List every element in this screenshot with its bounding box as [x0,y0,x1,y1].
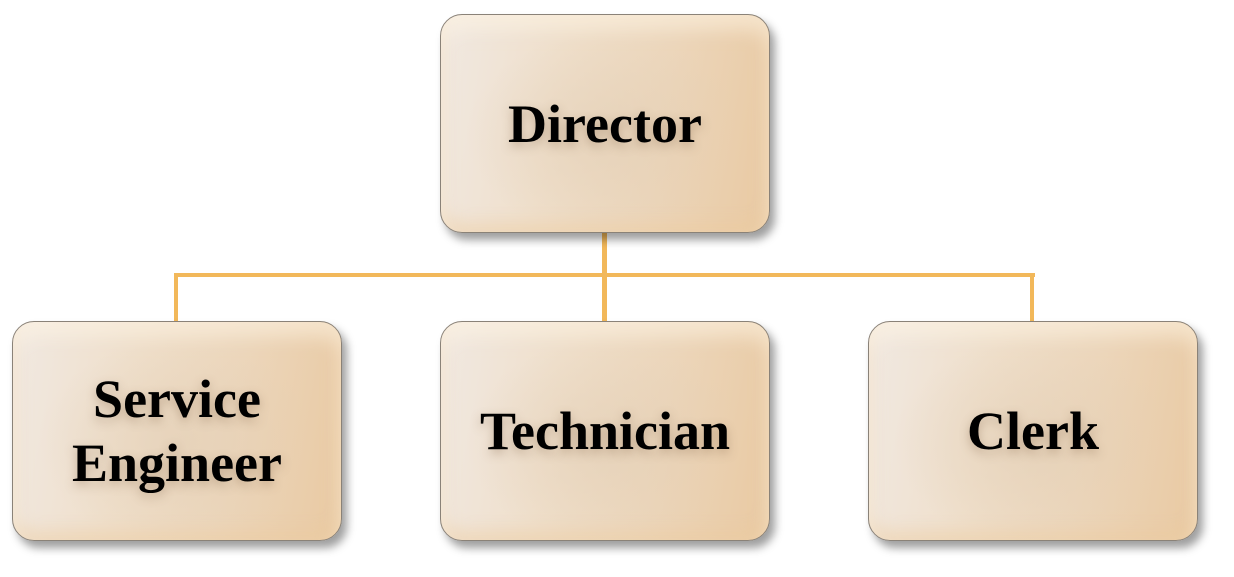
connector-root-down [602,233,607,277]
node-director: Director [440,14,770,233]
node-service-engineer-label: Service Engineer [72,367,282,495]
node-technician: Technician [440,321,770,541]
node-clerk: Clerk [868,321,1198,541]
connector-to-service-engineer [174,273,178,322]
node-service-engineer-label-line-2: Engineer [72,433,282,493]
node-technician-label: Technician [479,401,731,461]
node-service-engineer-label-line-1: Service [93,369,261,429]
node-clerk-label: Clerk [967,401,1099,461]
connector-to-clerk [1030,273,1034,322]
node-service-engineer: Service Engineer [12,321,342,541]
connector-to-technician [602,273,607,322]
node-director-label: Director [508,93,702,154]
